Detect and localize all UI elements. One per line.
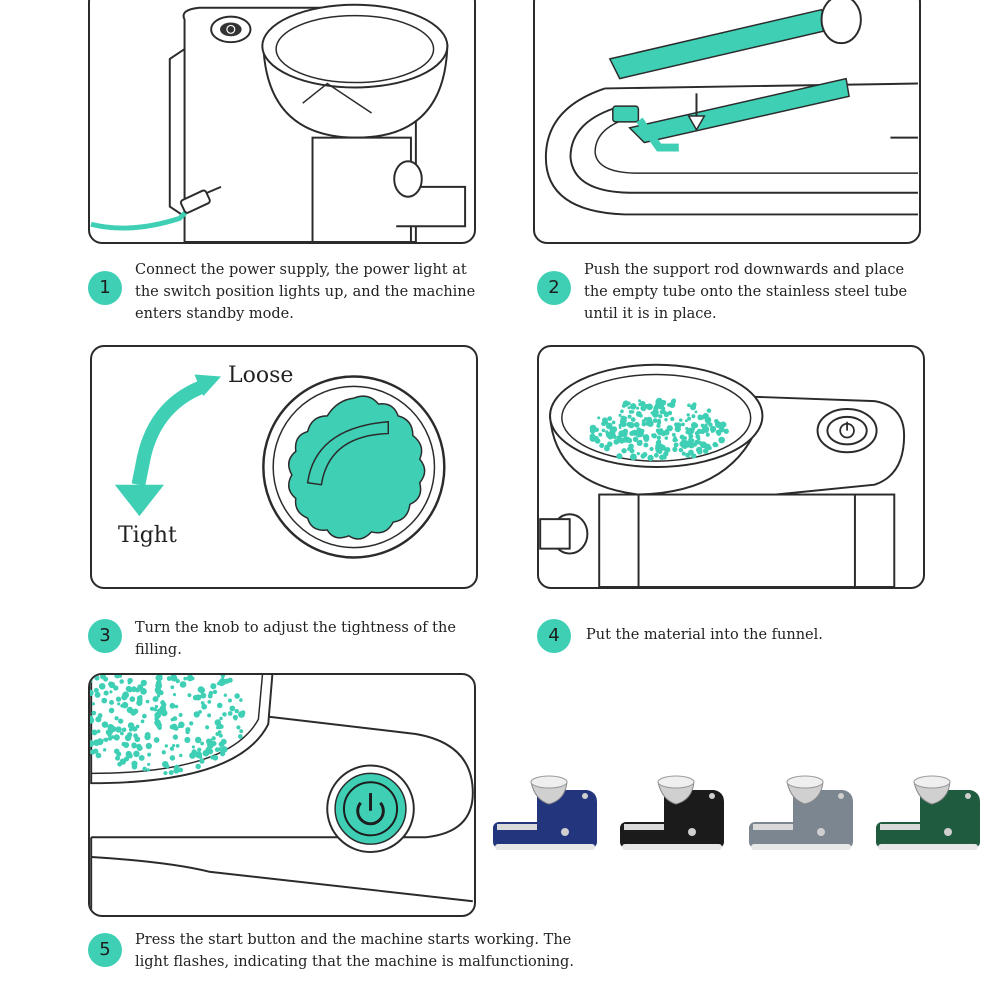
step-5-caption: Press the start button and the machine s…: [135, 932, 574, 970]
step-4-badge: 4: [537, 619, 571, 653]
tight-label: Tight: [118, 523, 177, 548]
step-4-caption: Put the material into the funnel.: [586, 627, 823, 643]
knob-illustration: [114, 374, 446, 559]
step-1-caption: Connect the power supply, the power ligh…: [135, 262, 476, 322]
step-2-caption: Push the support rod downwards and place…: [584, 262, 908, 322]
step-5-badge: 5: [88, 933, 122, 967]
material-particles: [90, 675, 246, 776]
knob-scallop: [287, 395, 426, 540]
step-3-illustration: Loose Tight: [90, 345, 478, 589]
product-green: [870, 770, 990, 860]
product-black: [614, 770, 734, 860]
material-particles: [589, 397, 729, 462]
step-2-badge: 2: [537, 271, 571, 305]
loose-label: Loose: [228, 363, 294, 388]
product-gray: [743, 770, 863, 860]
step-1-illustration: [88, 0, 476, 244]
step-3-badge: 3: [88, 619, 122, 653]
step-3-caption: Turn the knob to adjust the tightness of…: [135, 620, 456, 658]
funnel-illustration: [539, 363, 906, 587]
step-1-badge: 1: [88, 271, 122, 305]
step-2-illustration: [533, 0, 921, 244]
machine-power-illustration: [90, 3, 467, 242]
step-5-illustration: [88, 673, 476, 917]
step-4-illustration: [537, 345, 925, 589]
support-rod-illustration: [544, 0, 918, 216]
product-blue: [487, 770, 607, 860]
start-button-illustration: [90, 675, 474, 915]
